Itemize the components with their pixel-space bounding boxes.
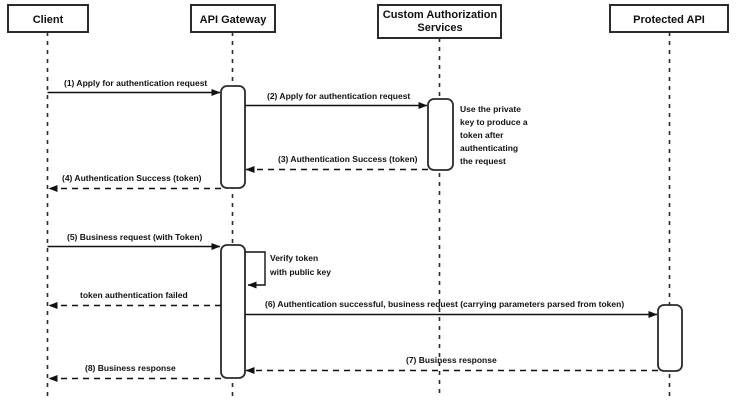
- note-private-key-line-2: key to produce a: [460, 117, 528, 127]
- message-5[interactable]: (5) Business request (with Token): [47, 232, 221, 250]
- activation-api-gateway-business[interactable]: [220, 244, 246, 379]
- participant-box-client[interactable]: [7, 4, 89, 33]
- message-token-authentication-failed-label: token authentication failed: [80, 290, 188, 300]
- lifelines-group: [46, 32, 671, 398]
- participant-label-client: Client: [33, 14, 64, 26]
- message-8-label: (8) Business response: [85, 363, 176, 373]
- message-5-label: (5) Business request (with Token): [67, 232, 203, 242]
- message-1[interactable]: (1) Apply for authentication request: [47, 78, 221, 96]
- message-8[interactable]: (8) Business response: [48, 363, 221, 382]
- message-2[interactable]: (2) Apply for authentication request: [245, 91, 428, 109]
- participant-box-protected-api[interactable]: [609, 4, 729, 33]
- message-token-authentication-failed[interactable]: token authentication failed: [48, 290, 221, 309]
- message-4[interactable]: (4) Authentication Success (token): [48, 173, 221, 192]
- note-private-key-line-3: token after: [460, 130, 504, 140]
- message-7-label: (7) Business response: [406, 355, 497, 365]
- note-private-key-line-5: the request: [460, 156, 506, 166]
- note-private-key-line-4: authenticating: [460, 143, 518, 153]
- message-7[interactable]: (7) Business response: [245, 355, 658, 374]
- message-3[interactable]: (3) Authentication Success (token): [245, 154, 428, 173]
- self-message-verify-token-label-line2: with public key: [269, 267, 331, 277]
- message-4-label: (4) Authentication Success (token): [62, 173, 202, 183]
- participant-box-custom-authorization-services[interactable]: [377, 4, 502, 39]
- participant-api-gateway[interactable]: API Gateway: [190, 4, 276, 33]
- note-private-key-line-1: Use the private: [460, 104, 521, 114]
- self-message-verify-token[interactable]: Verify token with public key: [245, 251, 331, 289]
- message-6-label: (6) Authentication successful, business …: [265, 299, 624, 309]
- activation-protected-api[interactable]: [657, 304, 683, 372]
- participant-label-custom-authorization-services-line2: Services: [417, 22, 462, 34]
- note-private-key: Use the private key to produce a token a…: [460, 104, 528, 166]
- message-3-label: (3) Authentication Success (token): [278, 154, 418, 164]
- activation-bars-group: [220, 85, 683, 379]
- message-6[interactable]: (6) Authentication successful, business …: [245, 299, 658, 318]
- message-2-label: (2) Apply for authentication request: [267, 91, 410, 101]
- activation-custom-authorization-services[interactable]: [427, 98, 454, 171]
- participant-label-custom-authorization-services-line1: Custom Authorization: [383, 9, 498, 21]
- message-1-label: (1) Apply for authentication request: [64, 78, 207, 88]
- participant-label-api-gateway: API Gateway: [200, 14, 268, 26]
- self-message-verify-token-loop[interactable]: [245, 251, 266, 289]
- participant-custom-authorization-services[interactable]: Custom Authorization Services: [377, 4, 502, 39]
- participant-protected-api[interactable]: Protected API: [609, 4, 729, 33]
- self-message-verify-token-label-line1: Verify token: [270, 253, 318, 263]
- participant-box-api-gateway[interactable]: [190, 4, 276, 33]
- activation-api-gateway-auth[interactable]: [220, 85, 246, 189]
- participant-client[interactable]: Client: [7, 4, 89, 33]
- participant-label-protected-api: Protected API: [633, 14, 705, 26]
